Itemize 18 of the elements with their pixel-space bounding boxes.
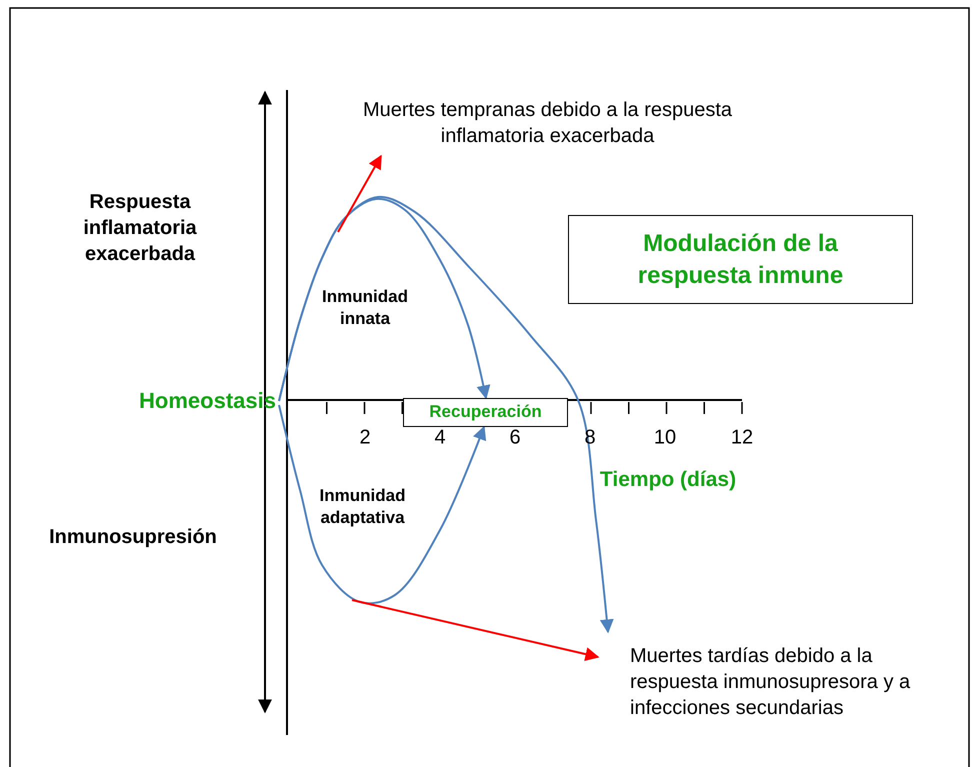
arrow xyxy=(278,404,486,604)
text-label: Muertes tempranas debido a la respuesta inflamatoria exacerbada xyxy=(360,90,735,156)
arrow xyxy=(337,154,382,232)
tick-label: 12 xyxy=(730,426,754,450)
text-label: Inmunosupresión xyxy=(18,522,248,552)
text-box: Recuperación xyxy=(403,398,568,427)
text-label: Inmunidad adaptativa xyxy=(295,482,430,532)
tick-label: 6 xyxy=(509,426,521,450)
arrow xyxy=(278,196,614,634)
tick-label: 4 xyxy=(434,426,446,450)
text-label: Inmunidad innata xyxy=(305,284,425,332)
text-label: Muertes tardías debido a la respuesta inmunosupresora y a infecciones secundarias xyxy=(598,632,966,732)
text-label: Respuesta inflamatoria exacerbada xyxy=(40,180,240,276)
axis-title: Tiempo (días) xyxy=(600,468,736,492)
tick-label: 10 xyxy=(654,426,676,450)
arrow xyxy=(352,599,600,661)
tick-label: 2 xyxy=(359,426,371,450)
text-box: Modulación de la respuesta inmune xyxy=(568,215,913,304)
